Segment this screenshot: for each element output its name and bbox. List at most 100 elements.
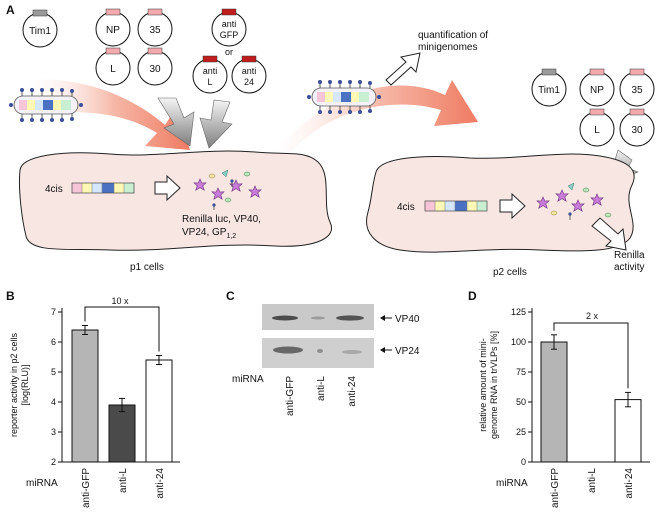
chartB-category-label: anti-GFP (81, 468, 92, 508)
p2-4cis-label: 4cis (397, 202, 415, 213)
p2-minigenome (424, 200, 488, 212)
chartD-category-label: anti-GFP (550, 468, 561, 508)
plasmid-l-p2: L (579, 108, 615, 147)
lane-anti-gfp: anti-GFP (285, 376, 296, 416)
chartD-comparison-bracket (553, 322, 629, 389)
svg-text:L: L (594, 125, 600, 136)
svg-text:anti: anti (242, 66, 257, 76)
p1-cell (18, 150, 332, 251)
gp-subscript: 1,2 (226, 233, 236, 240)
svg-text:NP: NP (106, 25, 120, 36)
band-vp40-anti-l (311, 316, 325, 320)
chartB-category-label: anti-24 (155, 468, 166, 499)
plasmid-l: L (95, 47, 131, 86)
chartB-category-label: anti-L (118, 468, 129, 493)
p2-cells-label: p2 cells (493, 267, 527, 278)
or-label: or (225, 47, 233, 57)
chartD-ytick-label: 25 (516, 427, 526, 437)
renilla-readout-arrow (591, 217, 627, 251)
plasmid-vp30-p2: 30 (619, 108, 655, 147)
quantification-line2: minigenomes (418, 42, 477, 53)
band-label-vp24: VP24 (395, 346, 420, 357)
chart-d-ylabel-line1: relative amount of mini- (478, 338, 488, 432)
chart-b-annotation: 10 x (111, 296, 129, 306)
chartD-ytick-label: 50 (516, 397, 526, 407)
plasmid-vp35: 35 (137, 8, 173, 47)
svg-text:anti: anti (203, 66, 218, 76)
band-vp24-anti-24 (342, 350, 362, 354)
band-vp24-anti-gfp (273, 346, 303, 354)
p1-products-line2: VP24, GP1,2 (182, 227, 236, 240)
svg-text:35: 35 (631, 85, 643, 96)
transfection-arrow-mirna (199, 99, 233, 149)
trvlp-transfer-arrow (262, 80, 478, 165)
svg-text:24: 24 (244, 77, 254, 87)
svg-text:L: L (207, 77, 212, 87)
chartB-ytick-label: 4 (51, 397, 56, 407)
chartD-ytick-label: 75 (516, 367, 526, 377)
p1-4cis-label: 4cis (45, 184, 63, 195)
plasmid-vp30: 30 (137, 47, 173, 86)
panel-label-d: D (468, 289, 477, 303)
chartD-ytick-label: 125 (511, 307, 526, 317)
renilla-line2: activity (614, 262, 645, 273)
plasmid-anti-l: anti L (192, 55, 228, 94)
panel-label-a: A (6, 3, 15, 17)
plasmid-np-p2: NP (579, 68, 615, 107)
lane-anti-24: anti-24 (347, 376, 358, 407)
band-vp24-anti-l (317, 349, 323, 353)
chartB-ytick-label: 5 (51, 367, 56, 377)
svg-text:30: 30 (149, 64, 161, 75)
western-mirna-label: miRNA (232, 374, 264, 385)
quantification-line1: quantification of (418, 30, 488, 41)
chartB-bar-anti-l (108, 404, 136, 463)
chartD-ytick-label: 0 (521, 457, 526, 467)
p1-expression-arrow (154, 174, 181, 202)
p1-products (193, 169, 262, 210)
svg-text:NP: NP (590, 85, 604, 96)
chart-b-ylabel-line2: [log(RLU)] (20, 364, 30, 405)
chart-b-xlabel: miRNA (26, 478, 58, 489)
plasmid-tim1-p2: Tim1 (531, 68, 567, 107)
panel-label-c: C (226, 289, 235, 303)
band-vp40-anti-24 (336, 315, 364, 321)
chartD-bar-anti-24 (614, 399, 642, 463)
p1-products-line2-main: VP24, GP (182, 227, 227, 238)
chartB-comparison-bracket (84, 306, 160, 352)
svg-text:Tim1: Tim1 (538, 85, 560, 96)
svg-text:Tim1: Tim1 (29, 26, 51, 37)
p1-products-line1: Renilla luc, VP40, (182, 214, 261, 225)
svg-text:GFP: GFP (220, 30, 239, 40)
svg-text:35: 35 (149, 25, 161, 36)
chartB-bar-anti-gfp (71, 329, 99, 463)
chartB-ytick-label: 3 (51, 427, 56, 437)
chart-d-annotation: 2 x (586, 311, 599, 321)
chartB-ytick-label: 7 (51, 307, 56, 317)
svg-text:30: 30 (631, 125, 643, 136)
p2-expression-arrow (499, 192, 526, 220)
vp40-arrowhead (380, 315, 385, 321)
band-vp40-anti-gfp (272, 315, 298, 321)
p1-cells-label: p1 cells (130, 262, 164, 273)
p1-minigenome (71, 182, 135, 194)
band-label-vp40: VP40 (395, 314, 420, 325)
chartD-category-label: anti-L (587, 468, 598, 493)
panel-label-b: B (6, 289, 15, 303)
svg-text:anti: anti (222, 19, 237, 29)
western-blot: VP40 VP24 miRNA anti-GFP anti-L anti-24 (232, 304, 420, 416)
chartB-ytick-label: 6 (51, 337, 56, 347)
chartB-ytick-label: 2 (51, 457, 56, 467)
plasmid-np: NP (95, 8, 131, 47)
chart-d-xlabel: miRNA (496, 478, 528, 489)
renilla-line1: Renilla (614, 250, 645, 261)
svg-text:L: L (110, 64, 116, 75)
transfection-arrow-left (157, 97, 195, 147)
vp24-arrowhead (380, 347, 385, 353)
plasmid-tim1: Tim1 (22, 9, 58, 48)
chartB-bar-anti-24 (145, 359, 173, 463)
infection-arrow-1 (22, 79, 190, 150)
chartD-bar-anti-gfp (540, 341, 568, 463)
